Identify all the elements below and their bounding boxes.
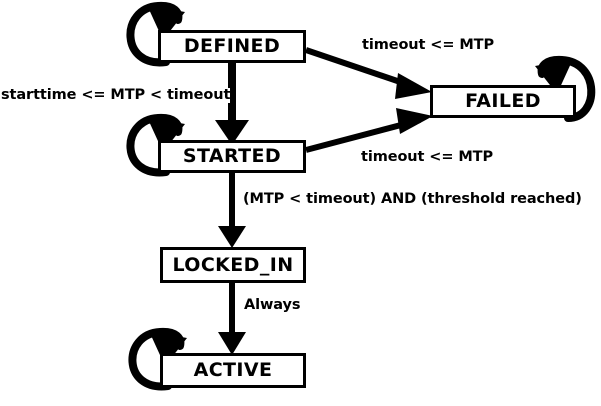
state-label-started: STARTED — [182, 145, 282, 167]
active-self-loop-edge — [128, 327, 187, 391]
defined-to-failed-edge — [305, 47, 432, 99]
defined-to-started-edge — [215, 63, 249, 145]
failed-self-loop-edge — [535, 55, 596, 122]
edge-label-locked-in-to-active: Always — [244, 297, 301, 313]
state-node-active[interactable]: ACTIVE — [160, 353, 306, 388]
state-node-failed[interactable]: FAILED — [430, 85, 576, 118]
state-node-defined[interactable]: DEFINED — [158, 30, 306, 63]
started-self-loop-edge — [126, 113, 185, 177]
state-label-locked-in: LOCKED_IN — [172, 253, 294, 276]
state-label-active: ACTIVE — [193, 359, 273, 381]
state-label-defined: DEFINED — [183, 35, 281, 57]
state-node-locked-in[interactable]: LOCKED_IN — [160, 247, 306, 283]
defined-self-loop-edge — [126, 1, 185, 67]
started-to-failed-edge — [305, 108, 433, 153]
edge-label-defined-to-started: starttime <= MTP < timeout — [1, 87, 231, 103]
started-to-locked-in-edge — [218, 173, 246, 248]
edge-label-started-to-locked-in: (MTP < timeout) AND (threshold reached) — [243, 191, 582, 207]
edge-label-defined-to-failed: timeout <= MTP — [362, 37, 495, 53]
edge-label-started-to-failed: timeout <= MTP — [361, 149, 494, 165]
locked-in-to-active-edge — [218, 283, 246, 355]
state-label-failed: FAILED — [465, 90, 541, 112]
state-node-started[interactable]: STARTED — [158, 140, 306, 173]
